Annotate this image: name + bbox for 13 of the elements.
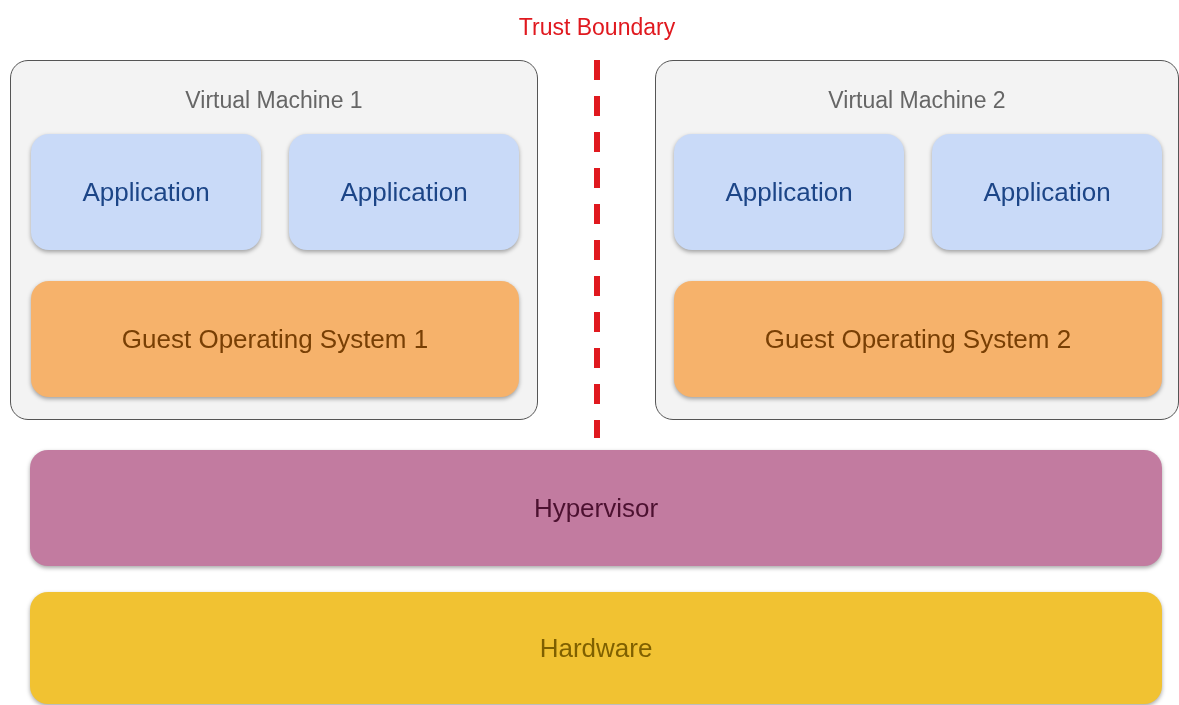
hypervisor-bar: Hypervisor [30, 450, 1162, 566]
guest-os-box: Guest Operating System 2 [674, 281, 1162, 397]
panel-heading: Virtual Machine 2 [828, 87, 1006, 114]
virtual-machine-panel [655, 60, 1179, 420]
hardware-bar: Hardware [30, 592, 1162, 704]
application-box: Application [31, 134, 261, 250]
virtual-machine-panel [10, 60, 538, 420]
panel-heading: Virtual Machine 1 [185, 87, 363, 114]
application-box: Application [932, 134, 1162, 250]
boundary-label: Trust Boundary [518, 14, 676, 41]
application-box: Application [289, 134, 519, 250]
application-box: Application [674, 134, 904, 250]
guest-os-box: Guest Operating System 1 [31, 281, 519, 397]
